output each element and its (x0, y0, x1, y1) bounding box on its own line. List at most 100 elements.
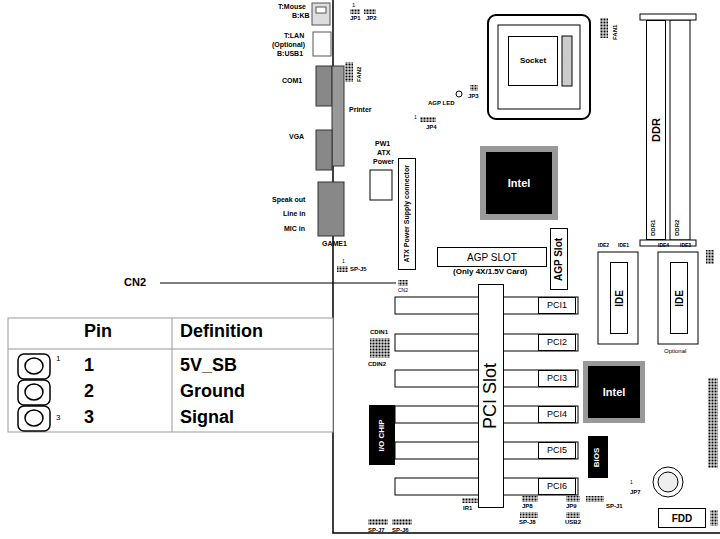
header-label: SP-J7 (368, 527, 385, 534)
node-text: AGP SLOT (467, 252, 517, 263)
connector-label: PW1 (375, 140, 390, 148)
ps2-port (312, 3, 330, 25)
connector-note: Optional (664, 348, 686, 355)
pin-header (420, 117, 436, 122)
port-label: B:KB (292, 12, 310, 20)
port-label: B:USB1 (277, 50, 303, 58)
pin-header (566, 512, 580, 518)
header-label: JP1 (350, 15, 361, 22)
pin-header (392, 519, 412, 525)
table-header: Definition (180, 322, 263, 342)
battery (658, 472, 678, 492)
header-label: JP7 (630, 489, 641, 496)
pin-header (600, 18, 608, 38)
header-label: CDIN2 (368, 361, 386, 368)
socket-core: Socket (508, 36, 558, 86)
port-label: MIC in (284, 225, 305, 233)
port-label: COM1 (282, 77, 302, 85)
node-text: PCI6 (547, 482, 567, 492)
node-text: PCI3 (547, 374, 567, 384)
table-cell: 2 (84, 382, 94, 402)
pin-header (586, 496, 604, 502)
leader-line (160, 282, 396, 283)
port-label: GAME1 (322, 240, 347, 248)
table-rule (172, 318, 173, 432)
connector-label: IDE2 (598, 243, 609, 249)
socket-lever (562, 36, 572, 86)
pin-header (706, 250, 714, 264)
node-text: AGP Slot (554, 237, 565, 280)
connector-pin (18, 354, 50, 379)
chip-shadow (583, 361, 645, 423)
connector-label: ATX (377, 149, 390, 157)
pci-label: PCI2 (538, 334, 576, 351)
header-label: JP4 (426, 124, 437, 131)
pin-header (364, 9, 376, 14)
node-text: IDE (614, 290, 625, 307)
connector-label: IDE3 (680, 243, 691, 249)
header-label: SP-J5 (350, 266, 367, 273)
header-label: JP2 (366, 15, 377, 22)
power-connector: ATX Power Supply connector (398, 158, 416, 270)
header-label: IR1 (463, 505, 472, 512)
connector-pin (25, 410, 43, 426)
node-text: IDE (674, 290, 685, 307)
pin-header (710, 510, 718, 526)
node-text: BIOS (594, 447, 603, 467)
pci-label: PCI4 (538, 406, 576, 423)
node-text: DDR (650, 118, 662, 142)
pin-header (708, 378, 718, 468)
port-label: Line in (283, 210, 306, 218)
ide-connector (658, 252, 698, 344)
node-text: FDD (672, 513, 693, 524)
header-label: FAN1 (612, 25, 619, 40)
header-label: JP3 (468, 93, 479, 100)
table-cell: 5V_SB (180, 356, 237, 376)
port-label: (Optional) (272, 41, 305, 49)
memory-slot: DDR (646, 20, 666, 240)
node-text: PCI4 (547, 410, 567, 420)
connector-pin (25, 358, 43, 374)
slot-note: (Only 4X/1.5V Card) (453, 268, 527, 277)
ide-connector: IDE (610, 262, 628, 334)
connector-pin (18, 406, 50, 431)
connector-label: IDE1 (618, 243, 629, 249)
com-port (316, 66, 332, 106)
node-text: Intel (603, 386, 626, 398)
node-text: Intel (508, 177, 531, 189)
pin-number: 1 (342, 259, 345, 265)
pci-label: PCI3 (538, 370, 576, 387)
pin-number: 1 (414, 115, 417, 121)
pci-slot-tag: PCI Slot (478, 284, 504, 508)
pin-header (566, 496, 580, 502)
audio-game-port (318, 182, 344, 236)
table-rule (8, 349, 333, 350)
header-label: JP9 (566, 503, 577, 510)
memory-slot (670, 20, 690, 240)
ide-connector: IDE (670, 262, 688, 334)
pci-label: PCI6 (538, 478, 576, 495)
pin-number: 1 (352, 2, 355, 9)
port-label: Printer (349, 106, 372, 114)
battery (653, 467, 683, 497)
pin-header (520, 512, 538, 518)
printer-port (332, 66, 344, 166)
header-label: FAN2 (356, 67, 363, 82)
port-label: Speak out (272, 196, 305, 204)
pin-header (470, 85, 478, 91)
table-cell: Ground (180, 382, 245, 402)
header-label: CN2 (398, 288, 408, 294)
pin-number: 1 (630, 480, 633, 486)
lan-usb-port (313, 32, 331, 56)
header-label: USB2 (565, 519, 581, 526)
header-label: SP-J1 (606, 503, 623, 510)
node-text: PCI2 (547, 338, 567, 348)
node-text: PCI5 (547, 446, 567, 456)
ide-connector (598, 252, 638, 344)
slot-label: DDR2 (674, 220, 681, 236)
chipset: Intel (588, 366, 640, 418)
pin-header (368, 519, 388, 525)
header-label: SP-J8 (519, 519, 536, 526)
led-label: AGP LED (428, 100, 455, 107)
floppy-connector: FDD (658, 508, 706, 528)
